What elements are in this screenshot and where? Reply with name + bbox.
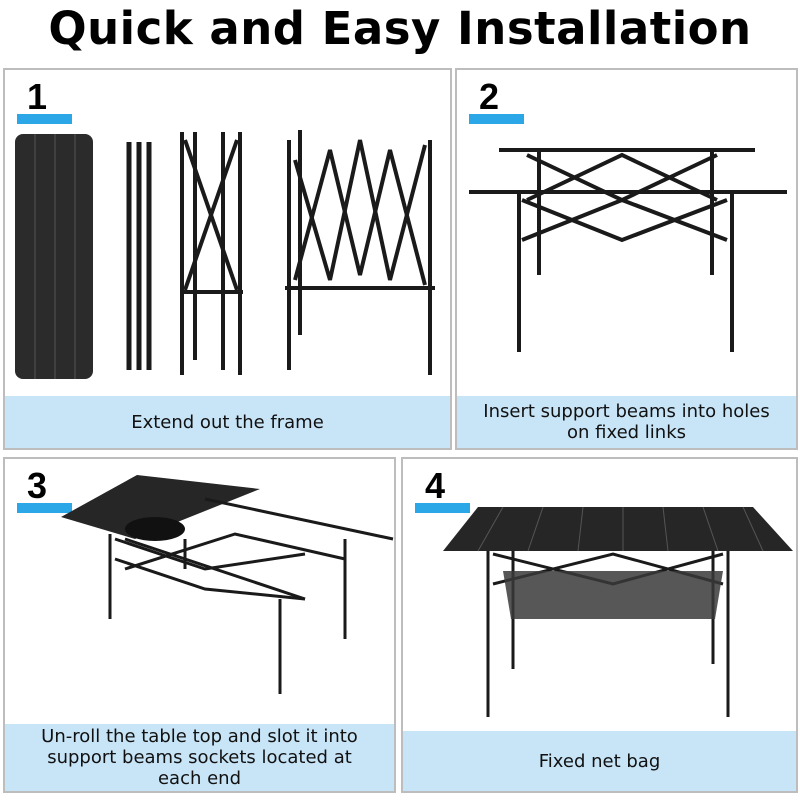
- step-caption: Extend out the frame: [5, 396, 450, 448]
- step-number: 1: [27, 76, 48, 117]
- page-title: Quick and Easy Installation: [48, 2, 752, 55]
- unrolling-tabletop-illustration: [61, 475, 394, 694]
- step-caption: Insert support beams into holes on fixed…: [457, 396, 796, 448]
- step-number-badge: 1: [17, 76, 72, 124]
- assembled-table-illustration: [443, 506, 793, 717]
- step-1-panel: 1 Extend out the frame: [3, 68, 452, 450]
- step-4-panel: 4 Fixed net bag: [401, 457, 798, 793]
- step-number: 2: [479, 76, 500, 117]
- frame-with-beams-illustration: [469, 148, 787, 352]
- step-number-badge: 3: [17, 465, 72, 513]
- step-3-panel: 3 Un-roll the table top and slot it into…: [3, 457, 396, 793]
- step-caption: Fixed net bag: [403, 731, 796, 791]
- step-number: 3: [27, 465, 48, 506]
- step-number-badge: 4: [415, 465, 470, 513]
- folded-frame-illustration: [15, 130, 435, 379]
- step-number-badge: 2: [469, 76, 524, 124]
- step-caption: Un-roll the table top and slot it into s…: [5, 724, 394, 791]
- step-number: 4: [425, 465, 446, 506]
- step-2-panel: 2 Insert support beams into holes on fix…: [455, 68, 798, 450]
